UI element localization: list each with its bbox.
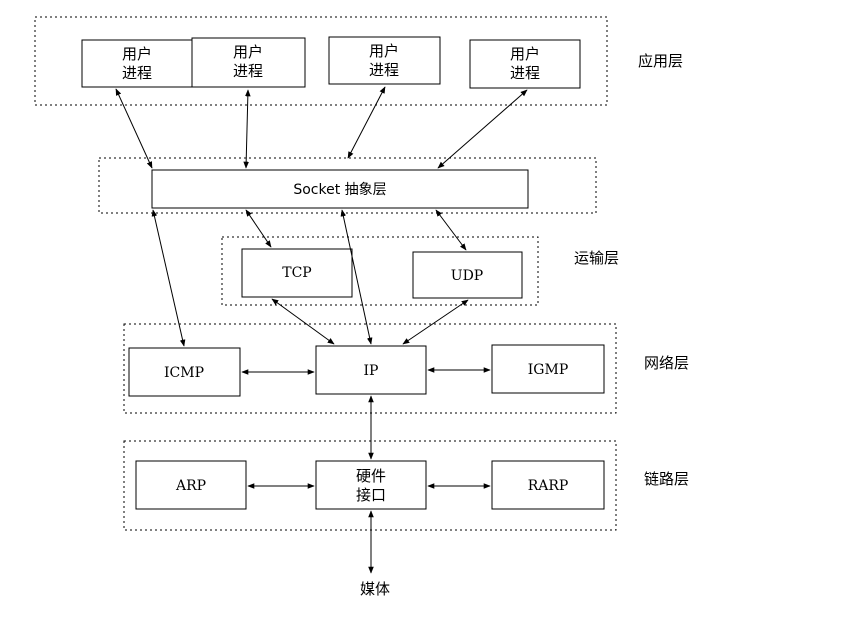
transport-layer-label: 运输层 <box>574 249 619 267</box>
arp-box: ARP <box>135 460 247 510</box>
media-label: 媒体 <box>360 580 390 598</box>
application-layer-frame <box>34 16 608 106</box>
user-process-1: 用户 进程 <box>81 39 193 88</box>
hardware-interface-line2: 接口 <box>356 486 386 504</box>
hardware-interface-box: 硬件 接口 <box>315 460 427 510</box>
arrow-user2-socket <box>243 89 251 169</box>
user-process-4-line1: 用户 <box>510 45 540 63</box>
user-process-4: 用户 进程 <box>469 39 581 89</box>
arp-label: ARP <box>175 478 206 494</box>
user-process-3: 用户 进程 <box>328 36 441 85</box>
arrow-socket-ip <box>340 209 373 345</box>
ip-box: IP <box>315 345 427 395</box>
arrow-user4-socket <box>437 89 528 169</box>
arrow-tcp-ip <box>271 298 335 345</box>
user-process-1-line1: 用户 <box>122 45 152 63</box>
user-process-2-line1: 用户 <box>233 43 263 61</box>
arrow-udp-ip <box>402 299 469 345</box>
user-process-3-line1: 用户 <box>369 42 399 60</box>
rarp-box: RARP <box>491 460 605 510</box>
arrow-user1-socket <box>115 88 153 169</box>
application-layer-label: 应用层 <box>638 52 683 70</box>
user-process-4-line2: 进程 <box>510 64 540 82</box>
tcp-box: TCP <box>241 248 353 298</box>
icmp-box: ICMP <box>128 347 241 397</box>
arrow-socket-tcp <box>245 209 272 248</box>
socket-label: Socket 抽象层 <box>293 182 386 198</box>
hardware-interface-line1: 硬件 <box>356 467 386 485</box>
network-layer-label: 网络层 <box>644 354 689 372</box>
rarp-label: RARP <box>528 478 569 494</box>
user-process-1-line2: 进程 <box>122 64 152 82</box>
udp-label: UDP <box>451 268 483 284</box>
udp-box: UDP <box>412 251 523 299</box>
tcp-label: TCP <box>282 265 311 281</box>
icmp-label: ICMP <box>164 365 204 381</box>
arrow-user3-socket <box>347 86 386 159</box>
igmp-label: IGMP <box>528 362 568 378</box>
arrow-socket-icmp <box>151 209 186 347</box>
arrow-socket-udp <box>435 209 467 251</box>
user-process-2: 用户 进程 <box>191 37 306 88</box>
transport-layer-frame <box>221 236 539 306</box>
user-process-2-line2: 进程 <box>233 62 263 80</box>
link-layer-label: 链路层 <box>644 470 689 488</box>
ip-label: IP <box>364 363 379 379</box>
socket-box: Socket 抽象层 <box>151 169 529 209</box>
user-process-3-line2: 进程 <box>369 61 399 79</box>
igmp-box: IGMP <box>491 344 605 394</box>
